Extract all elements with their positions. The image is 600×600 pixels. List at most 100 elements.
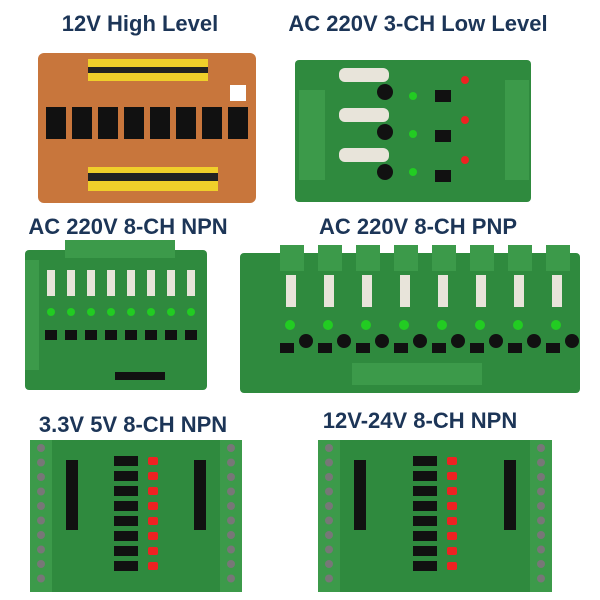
resistor [147,270,155,296]
board-image-12v-24v-8ch [318,440,552,592]
led-red [447,457,457,465]
terminal-screw [325,574,333,583]
resistor [339,68,389,82]
header-strip [88,173,218,181]
ic-chip [115,372,165,380]
capacitor [451,334,465,348]
led-green [437,320,447,330]
led-red [461,156,469,164]
optocoupler [125,330,137,340]
led-red [148,472,158,480]
capacitor [377,124,393,140]
capacitor [413,334,427,348]
led-red [148,457,158,465]
resistor [552,275,562,307]
led-green [187,308,195,316]
terminal-screw [325,531,333,539]
led-red [447,547,457,555]
optocoupler [45,330,57,340]
terminal-screw [325,560,333,568]
led-red [148,502,158,510]
optocoupler [435,130,451,142]
led-red [461,76,469,84]
resistor [476,275,486,307]
optocoupler [413,456,437,466]
terminal-block [394,245,418,271]
terminal-block [30,440,52,592]
optocoupler [85,330,97,340]
label-ac220v-8ch-npn: AC 220V 8-CH NPN [28,214,228,239]
led-green [285,320,295,330]
resistor [362,275,372,307]
terminal-block [505,80,529,180]
resistor [107,270,115,296]
terminal-block [318,440,340,592]
led-red [447,517,457,525]
led-green [147,308,155,316]
led-red [461,116,469,124]
optocoupler [114,486,138,496]
led-green [87,308,95,316]
optocoupler [46,107,66,139]
terminal-screw [227,487,235,496]
optocoupler [114,531,138,541]
led-green [409,130,417,138]
board-image-12v-high-level [38,45,256,205]
terminal-screw [537,502,545,510]
optocoupler [413,471,437,481]
optocoupler [72,107,92,139]
label-ac220v-3ch-low-level: AC 220V 3-CH Low Level [288,11,548,36]
led-red [447,532,457,540]
resistor [87,270,95,296]
capacitor [337,334,351,348]
capacitor [489,334,503,348]
optocoupler [65,330,77,340]
led-red [148,547,158,555]
optocoupler [98,107,118,139]
optocoupler [413,486,437,496]
terminal-screw [325,473,333,481]
terminal-screw [227,531,235,539]
terminal-screw [537,458,545,467]
terminal-screw [325,545,333,554]
optocoupler [413,561,437,571]
terminal-screw [227,560,235,568]
terminal-screw [537,531,545,539]
label-12v-high-level: 12V High Level [61,11,219,36]
board-image-ac220v-8ch-pnp [240,245,580,395]
terminal-block [508,245,532,271]
resistor [127,270,135,296]
terminal-screw [537,487,545,496]
optocoupler [114,501,138,511]
resistor [324,275,334,307]
led-green [399,320,409,330]
resistor [187,270,195,296]
terminal-screw [227,502,235,510]
resistor [286,275,296,307]
capacitor [565,334,579,348]
capacitor [299,334,313,348]
optocoupler [124,107,144,139]
terminal-block [530,440,552,592]
terminal-block [470,245,494,271]
terminal-screw [37,516,45,525]
led-red [148,562,158,570]
terminal-block [546,245,570,271]
terminal-screw [37,574,45,583]
terminal-screw [537,545,545,554]
label-3v3-5v-8ch-npn: 3.3V 5V 8-CH NPN [38,412,228,437]
led-red [148,517,158,525]
ic-chip [66,460,78,530]
optocoupler [432,343,446,353]
led-red [148,487,158,495]
capacitor [527,334,541,348]
led-green [127,308,135,316]
led-green [47,308,55,316]
capacitor [377,164,393,180]
optocoupler [394,343,408,353]
terminal-screw [325,487,333,496]
board-image-ac220v-3ch [295,60,531,202]
terminal-block [299,90,325,180]
terminal-screw [325,444,333,452]
terminal-block [318,245,342,271]
